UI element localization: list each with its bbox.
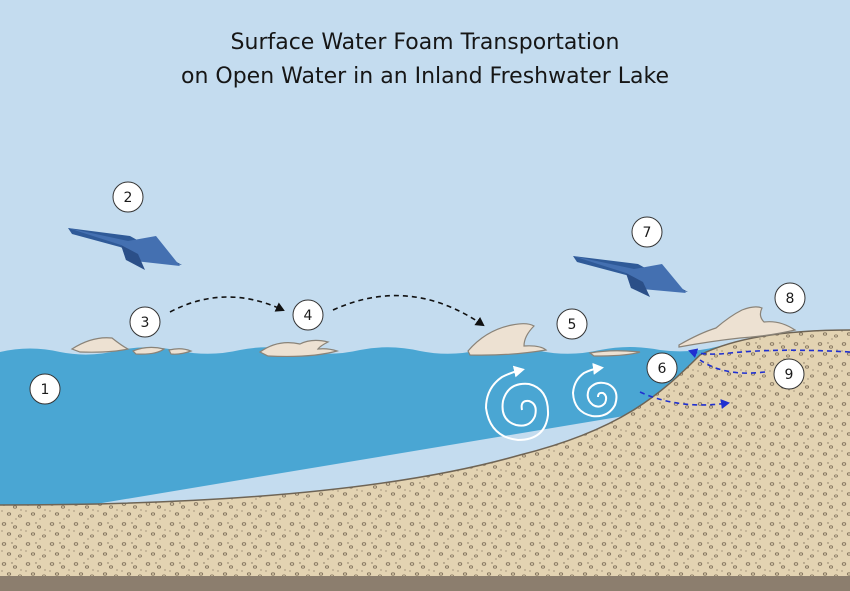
shore-line [0,329,850,506]
marker-5: 5 [556,308,588,340]
marker-4-label: 4 [304,308,313,324]
marker-7-label: 7 [643,225,652,241]
transport-arrow-3-4 [169,296,285,313]
foam-patch-4 [258,339,340,358]
marker-1-label: 1 [41,382,50,398]
turbulence-spiral-left [484,365,550,442]
wind-arrow-left [68,228,182,270]
turbulence-group [484,362,618,442]
foam-patch-6 [588,350,641,357]
marker-8: 8 [774,282,806,314]
groundwater-arrow-upper [688,348,850,358]
marker-7: 7 [631,216,663,248]
marker-3-label: 3 [141,315,150,331]
marker-9-label: 9 [785,367,794,383]
foam-patch-3b [131,346,166,355]
turbulence-spiral-right [571,362,618,418]
foam-patch-8 [678,306,797,348]
marker-4: 4 [292,299,324,331]
marker-2: 2 [112,181,144,213]
marker-5-label: 5 [568,317,577,333]
marker-2-label: 2 [124,190,133,206]
marker-6: 6 [646,352,678,384]
foam-group [70,306,797,358]
wind-arrow-right [573,256,688,297]
groundwater-arrow-return [699,359,766,374]
marker-9: 9 [773,358,805,390]
marker-6-label: 6 [658,361,667,377]
diagram-title-line-2: on Open Water in an Inland Freshwater La… [180,64,670,89]
diagram-title-line-1: Surface Water Foam Transportation [230,30,620,55]
bedrock-strip [0,576,850,591]
transport-arrow-4-5 [332,294,485,327]
sand-shore [0,330,850,591]
foam-patch-3a [70,337,130,353]
foam-patch-3c [168,348,193,355]
marker-3: 3 [129,306,161,338]
marker-1: 1 [29,373,61,405]
foam-patch-5 [467,323,548,356]
marker-8-label: 8 [786,291,795,307]
